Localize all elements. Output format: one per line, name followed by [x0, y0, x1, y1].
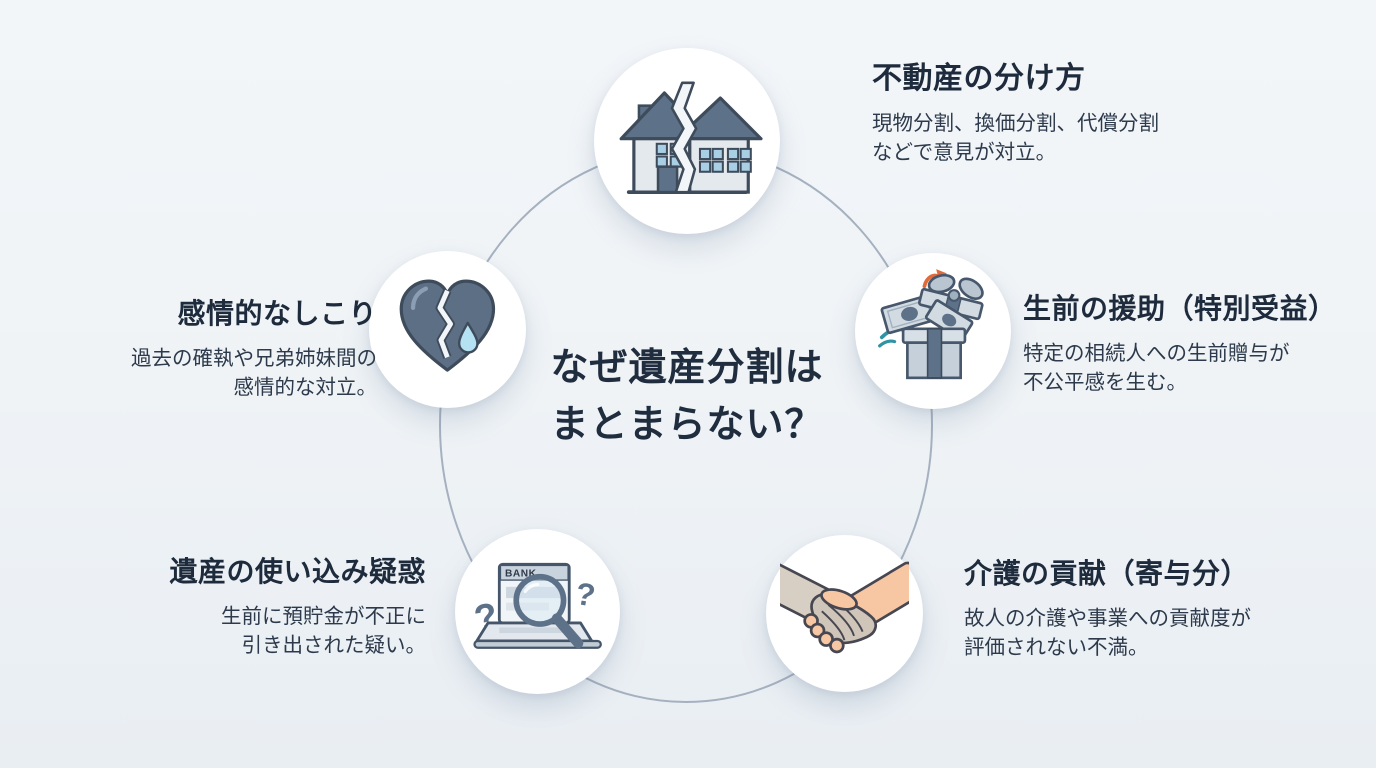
item-desc-line: 感情的な対立。 [233, 376, 378, 399]
bubble-emotional-friction [369, 251, 526, 408]
center-title-line1: なぜ遺産分割は [550, 347, 824, 389]
handshake-icon [780, 561, 909, 654]
broken-house-icon [619, 81, 763, 194]
bubble-real-estate [594, 48, 780, 234]
label-care-contribution: 介護の貢献（寄与分） 故人の介護や事業への貢献度が 評価されない不満。 [964, 557, 1251, 662]
item-desc-line: 不公平感を生む。 [1023, 371, 1187, 394]
center-title-line2: まとまらない？ [550, 404, 824, 446]
item-desc-line: 故人の介護や事業への貢献度が [964, 607, 1251, 630]
item-desc-line: 生前に預貯金が不正に [221, 605, 426, 628]
label-misuse-suspicion: 遺産の使い込み疑惑 生前に預貯金が不正に 引き出された疑い。 [169, 555, 426, 660]
label-lifetime-gift: 生前の援助（特別受益） 特定の相続人への生前贈与が 不公平感を生む。 [1023, 292, 1337, 397]
label-real-estate: 不動産の分け方 現物分割、換価分割、代償分割 などで意見が対立。 [872, 62, 1159, 167]
bank-screen-label: BANK [505, 569, 537, 580]
center-title: なぜ遺産分割は まとまらない？ [487, 340, 887, 454]
item-desc-line: 評価されない不満。 [964, 636, 1149, 659]
item-title: 遺産の使い込み疑惑 [169, 556, 426, 587]
item-title: 不動産の分け方 [872, 62, 1086, 95]
question-mark-icon: ? [573, 575, 598, 614]
item-desc-line: 引き出された疑い。 [241, 634, 427, 657]
label-emotional-friction: 感情的なしこり 過去の確執や兄弟姉妹間の 感情的な対立。 [131, 297, 377, 402]
item-title: 感情的なしこり [177, 298, 377, 329]
item-desc-line: 現物分割、換価分割、代償分割 [872, 112, 1159, 135]
item-desc-line: などで意見が対立。 [872, 141, 1057, 164]
bubble-misuse-suspicion: ? ? BANK [455, 529, 620, 694]
item-title: 介護の貢献（寄与分） [964, 558, 1250, 589]
gift-money-icon [878, 269, 984, 380]
item-desc-line: 特定の相続人への生前贈与が [1023, 342, 1290, 365]
bank-magnifier-icon: ? ? BANK [470, 562, 602, 649]
bubble-care-contribution [766, 535, 923, 692]
bubble-lifetime-gift [855, 253, 1011, 409]
broken-heart-icon [399, 279, 496, 372]
item-title: 生前の援助（特別受益） [1023, 293, 1337, 324]
item-desc-line: 過去の確執や兄弟姉妹間の [131, 347, 377, 370]
